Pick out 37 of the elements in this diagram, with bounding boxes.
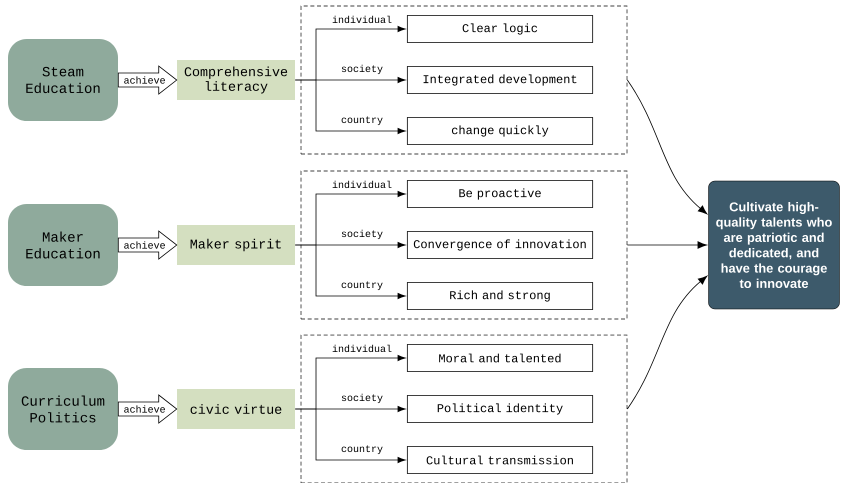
dashed-group-box	[300, 334, 628, 483]
outcome-box: Moral and talented	[406, 344, 594, 372]
edge-label: society	[340, 229, 384, 240]
edge-label: individual	[331, 344, 393, 353]
outcome-box: Clear logic	[406, 15, 594, 43]
rounded-box: Maker Education	[8, 204, 118, 286]
dashed-group-box	[300, 6, 628, 154]
outcome-box: Cultural transmission	[406, 446, 594, 474]
goal-box: civic virtue	[177, 389, 295, 429]
edge-label: individual	[331, 180, 393, 189]
dashed-group-box	[300, 170, 628, 320]
edge-label: achieve	[122, 404, 166, 414]
outcome-box: Be proactive	[406, 180, 594, 208]
edge-label: country	[340, 444, 384, 455]
arrow	[294, 244, 406, 300]
edge-label: society	[340, 64, 384, 75]
edge-label: country	[340, 280, 384, 291]
outcome-box: Political identity	[406, 395, 594, 423]
curved-arrow	[626, 276, 708, 410]
arrow	[294, 80, 406, 134]
outcome-box: Rich and strong	[406, 282, 594, 310]
goal-box: Maker spirit	[177, 225, 295, 265]
rounded-box: Steam Education	[8, 39, 118, 121]
edge-label: country	[340, 116, 384, 126]
edge-label: achieve	[122, 240, 166, 250]
rounded-box: Curriculum Politics	[8, 368, 118, 450]
outcome-box: Integrated development	[406, 66, 594, 94]
edge-label: individual	[331, 15, 393, 24]
curved-arrow	[626, 241, 707, 249]
edge-label: achieve	[122, 76, 166, 84]
result-box: Cultivate high-quality talents who are patriotic and dedicated, and have the courage to innovate	[708, 180, 840, 310]
outcome-box: Convergence of innovation	[406, 231, 594, 259]
arrow	[294, 408, 406, 464]
outcome-box: change quickly	[406, 117, 594, 145]
edge-label: society	[340, 393, 384, 404]
curved-arrow	[626, 80, 708, 214]
goal-box: Comprehensive literacy	[177, 60, 295, 100]
